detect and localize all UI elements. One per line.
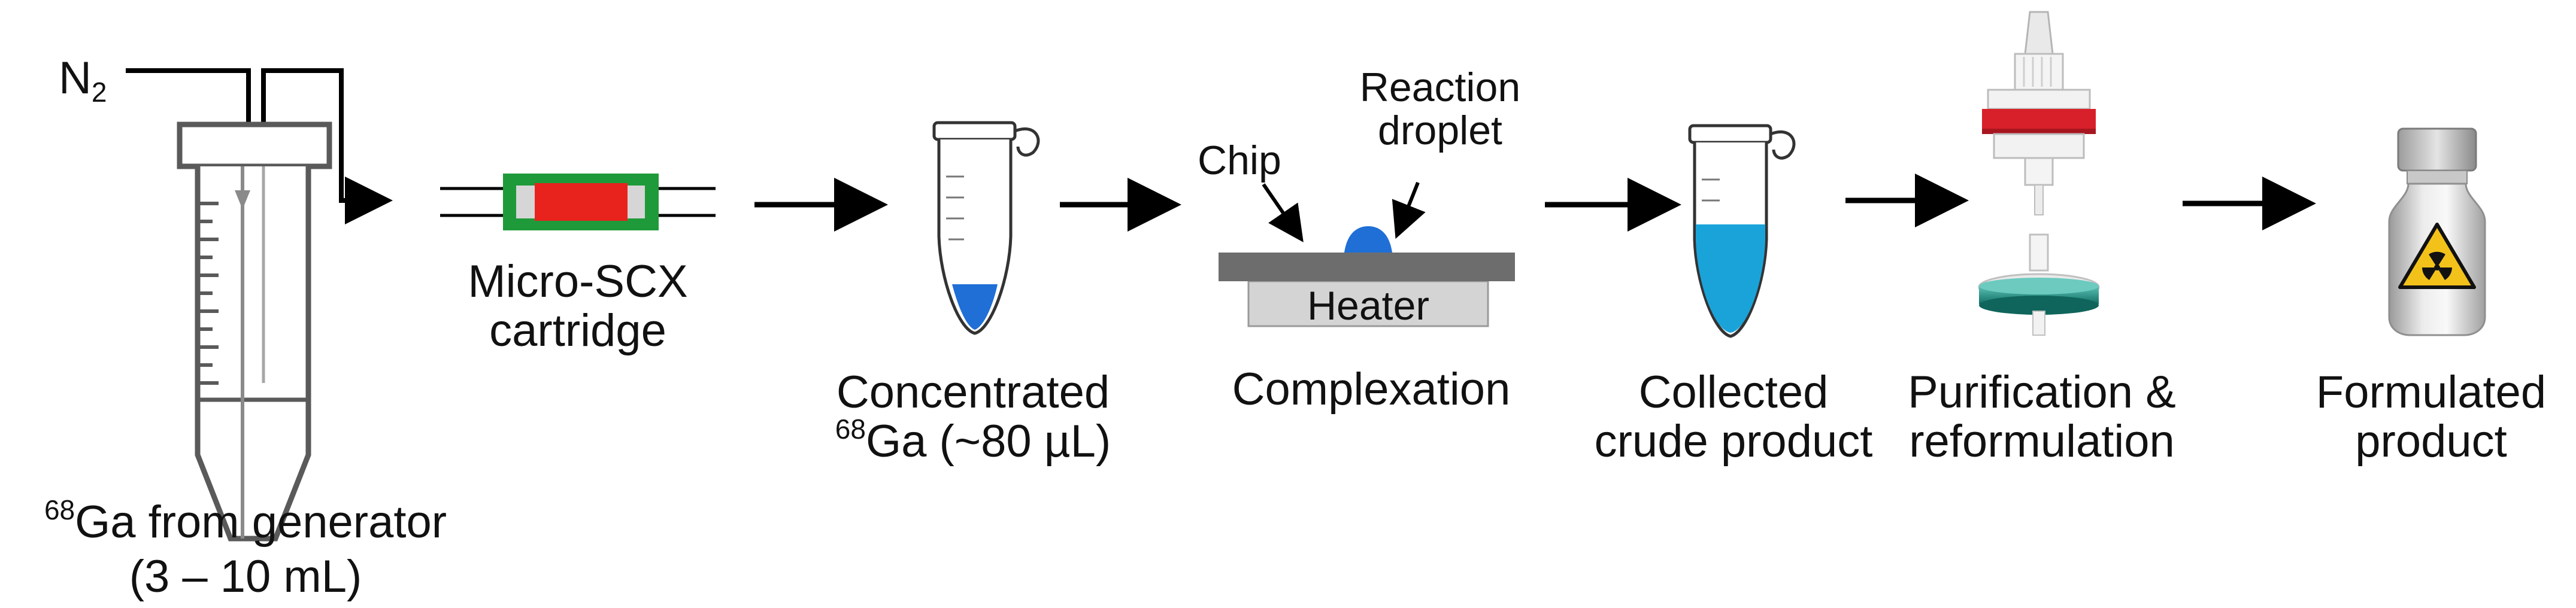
droplet-label: Reaction droplet xyxy=(1344,66,1536,152)
concentrated-line1: Concentrated xyxy=(836,367,1110,418)
concentrated-line2: 68Ga (~80 µL) xyxy=(835,414,1111,467)
centrifuge-tube-icon xyxy=(126,68,393,542)
purification-line2: reformulation xyxy=(1909,416,2175,467)
microtube-light-icon xyxy=(1688,124,1796,338)
gas-symbol: N xyxy=(59,53,92,104)
concentrated-isotope: 68 xyxy=(835,414,866,445)
concentrated-label: Concentrated 68Ga (~80 µL) xyxy=(799,368,1147,472)
syringe-filter-icon xyxy=(1978,11,2100,336)
cartridge-line1: Micro-SCX xyxy=(468,256,688,307)
gas-subscript: 2 xyxy=(91,77,107,108)
purification-line1: Purification & xyxy=(1908,367,2176,418)
purification-label: Purification & reformulation xyxy=(1892,368,2192,466)
cartridge-icon xyxy=(440,174,716,230)
chip-heater-icon xyxy=(1219,181,1515,327)
chip-label: Chip xyxy=(1198,138,1281,183)
collected-label: Collected crude product xyxy=(1566,368,1901,466)
collected-line2: crude product xyxy=(1594,416,1873,467)
droplet-line1: Reaction xyxy=(1359,65,1521,110)
complexation-label: Complexation xyxy=(1232,364,1511,415)
generator-line1: 68Ga from generator xyxy=(44,494,447,548)
formulated-label: Formulated product xyxy=(2293,368,2569,466)
cartridge-line2: cartridge xyxy=(489,305,666,356)
flow-arrows xyxy=(754,174,2316,232)
formulated-line1: Formulated xyxy=(2316,367,2547,418)
cartridge-label: Micro-SCX cartridge xyxy=(428,257,728,355)
formulated-line2: product xyxy=(2355,416,2507,467)
collected-line1: Collected xyxy=(1638,367,1829,418)
generator-label: 68Ga from generator (3 – 10 mL) xyxy=(9,494,482,602)
generator-line2: (3 – 10 mL) xyxy=(129,551,362,602)
generator-isotope: 68 xyxy=(44,494,75,525)
microtube-icon xyxy=(932,121,1040,335)
droplet-line2: droplet xyxy=(1378,108,1502,153)
gas-label: N2 xyxy=(59,54,107,108)
heater-label: Heater xyxy=(1307,283,1430,329)
vial-radiation-icon xyxy=(2388,127,2486,336)
